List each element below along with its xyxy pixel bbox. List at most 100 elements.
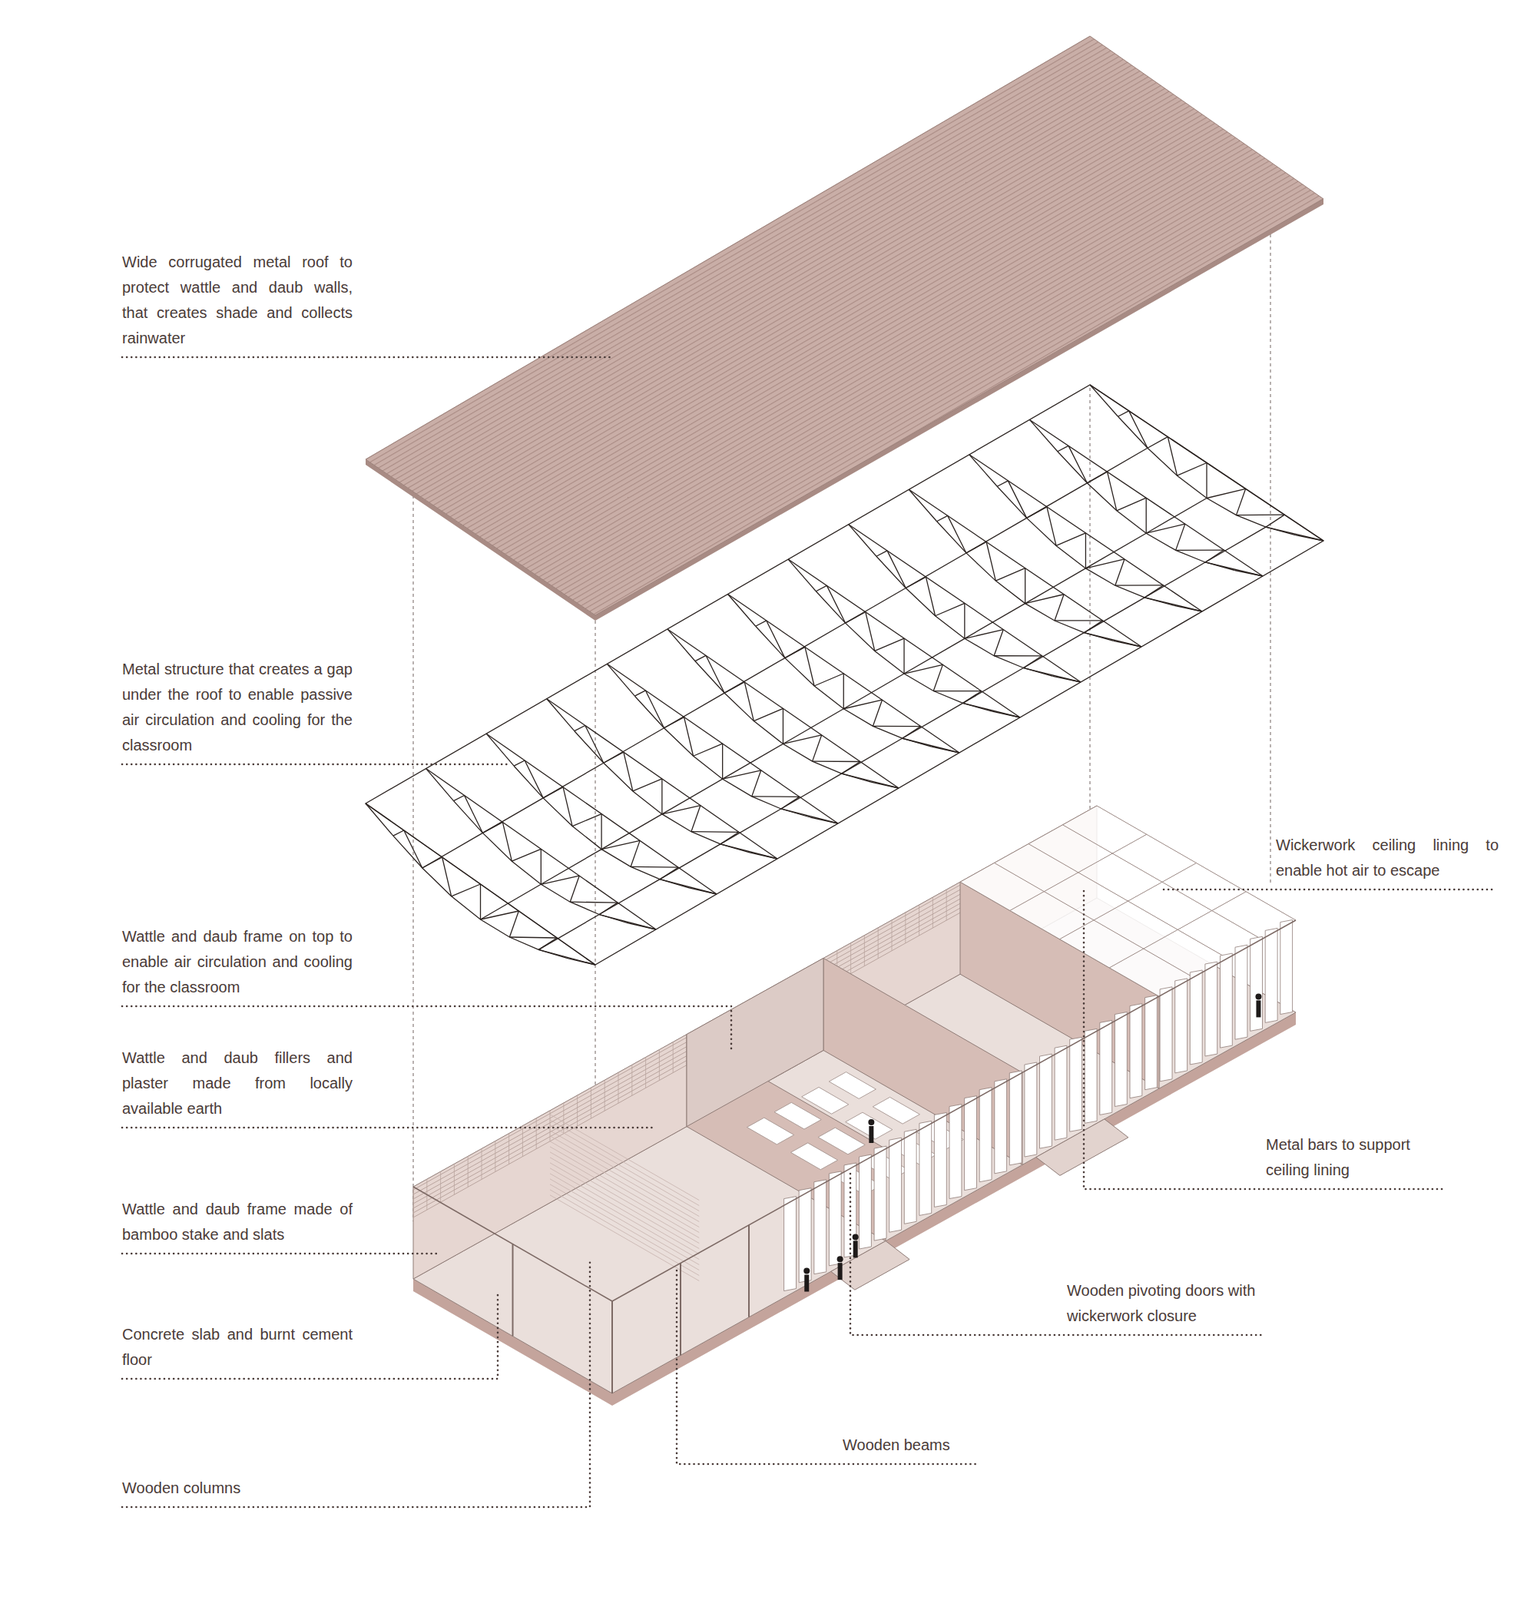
truss-web [781, 808, 839, 824]
truss-purlin [1025, 568, 1087, 604]
truss-web [393, 830, 405, 836]
truss-purlin [964, 603, 1026, 640]
building-base [413, 805, 1296, 1406]
truss-purlin [538, 914, 600, 951]
bamboo-stake [645, 1056, 646, 1088]
truss-web [810, 817, 839, 824]
truss-web [1089, 384, 1118, 417]
truss-chord [606, 663, 839, 824]
bamboo-stake [932, 897, 934, 928]
leader-line [122, 1006, 732, 1051]
truss-purlin [1085, 533, 1147, 569]
truss-web [751, 795, 800, 798]
truss-web [601, 840, 640, 849]
bamboo-stake [522, 1126, 524, 1157]
callout-label: Wattle and daub frame made of bamboo sta… [122, 1196, 353, 1248]
bamboo-stake [891, 920, 893, 951]
pivot-door [904, 1129, 917, 1224]
person [867, 1119, 875, 1126]
truss-chord [1029, 419, 1263, 577]
person [868, 1126, 874, 1143]
truss-bottom-chord [1057, 451, 1236, 571]
pivot-door [1220, 953, 1233, 1048]
pivot-door [1099, 1020, 1113, 1115]
truss-web [572, 814, 602, 827]
callout-label: Wickerwork ceiling lining to enable hot … [1275, 832, 1499, 884]
truss-web [1029, 419, 1057, 451]
truss-web [1146, 523, 1186, 534]
bamboo-stake [631, 1064, 633, 1096]
truss-bottom-chord [695, 661, 872, 782]
truss-purlin [603, 728, 665, 764]
truss-purlin [422, 832, 484, 868]
truss-web [563, 787, 573, 827]
truss-web [903, 638, 905, 674]
leader-line [122, 1126, 653, 1130]
truss-bottom-chord [453, 801, 630, 924]
desk [747, 1117, 795, 1145]
callout-label: Concrete slab and burnt cement floor [122, 1321, 353, 1373]
truss-web [843, 699, 882, 709]
truss-purlin [662, 778, 723, 815]
person [838, 1262, 843, 1280]
truss-bottom-chord [1118, 416, 1296, 535]
bamboo-stake [877, 927, 879, 959]
truss-web [645, 690, 664, 729]
truss-purlin [663, 692, 725, 729]
truss-chord [848, 524, 1081, 683]
truss-web [815, 585, 827, 591]
bamboo-slat [549, 1136, 699, 1223]
truss-web [751, 770, 762, 797]
truss-purlin [966, 517, 1027, 554]
callout-label: Metal bars to support ceiling lining [1265, 1132, 1458, 1183]
bamboo-stake [481, 1148, 483, 1180]
truss-purlin [480, 884, 542, 920]
bamboo-stake [453, 1163, 455, 1195]
leader-line [676, 1270, 978, 1465]
truss-web [722, 770, 762, 779]
pivot-door [1009, 1070, 1022, 1166]
truss-web [693, 743, 723, 756]
truss-purlin [845, 588, 907, 624]
bamboo-stake [946, 889, 948, 921]
truss-web [546, 698, 575, 732]
truss-web [1024, 568, 1026, 604]
truss-web [695, 655, 706, 661]
truss-web [969, 454, 998, 487]
truss-purlin [843, 673, 905, 709]
truss-chord [969, 454, 1203, 612]
person [837, 1255, 844, 1263]
truss-chord [788, 559, 1021, 718]
truss-web [766, 620, 786, 659]
pivot-door [1189, 970, 1203, 1065]
truss-web [935, 602, 965, 616]
truss-web [902, 738, 960, 753]
truss-web [992, 711, 1021, 718]
wooden-column [679, 1262, 682, 1355]
bamboo-slat [549, 1125, 699, 1212]
truss-bottom-chord [513, 765, 689, 888]
pivot-door [1040, 1053, 1053, 1149]
bamboo-stake [494, 1140, 496, 1172]
truss-web [667, 629, 696, 662]
truss-bottom-chord [937, 521, 1114, 642]
bamboo-slat [549, 1195, 699, 1282]
bamboo-slat [549, 1157, 699, 1244]
truss-web [728, 594, 756, 627]
pivot-door [1235, 944, 1248, 1040]
truss-bottom-chord [393, 835, 568, 959]
bamboo-slat [549, 1168, 699, 1255]
truss-web [569, 875, 580, 902]
callout-label: Wattle and daub fillers and plaster made… [122, 1045, 353, 1122]
truss-web [782, 735, 822, 744]
callout-label: Wattle and daub frame on top to enable a… [122, 924, 353, 1001]
leader-line [122, 1259, 590, 1508]
pivot-door [1280, 920, 1293, 1015]
desk [818, 1127, 865, 1155]
truss-web [1265, 514, 1285, 527]
truss-web [691, 831, 739, 833]
pivot-door [1114, 1012, 1127, 1107]
truss-purlin [1146, 498, 1207, 534]
truss-purlin [722, 743, 784, 779]
truss-web [509, 936, 557, 938]
